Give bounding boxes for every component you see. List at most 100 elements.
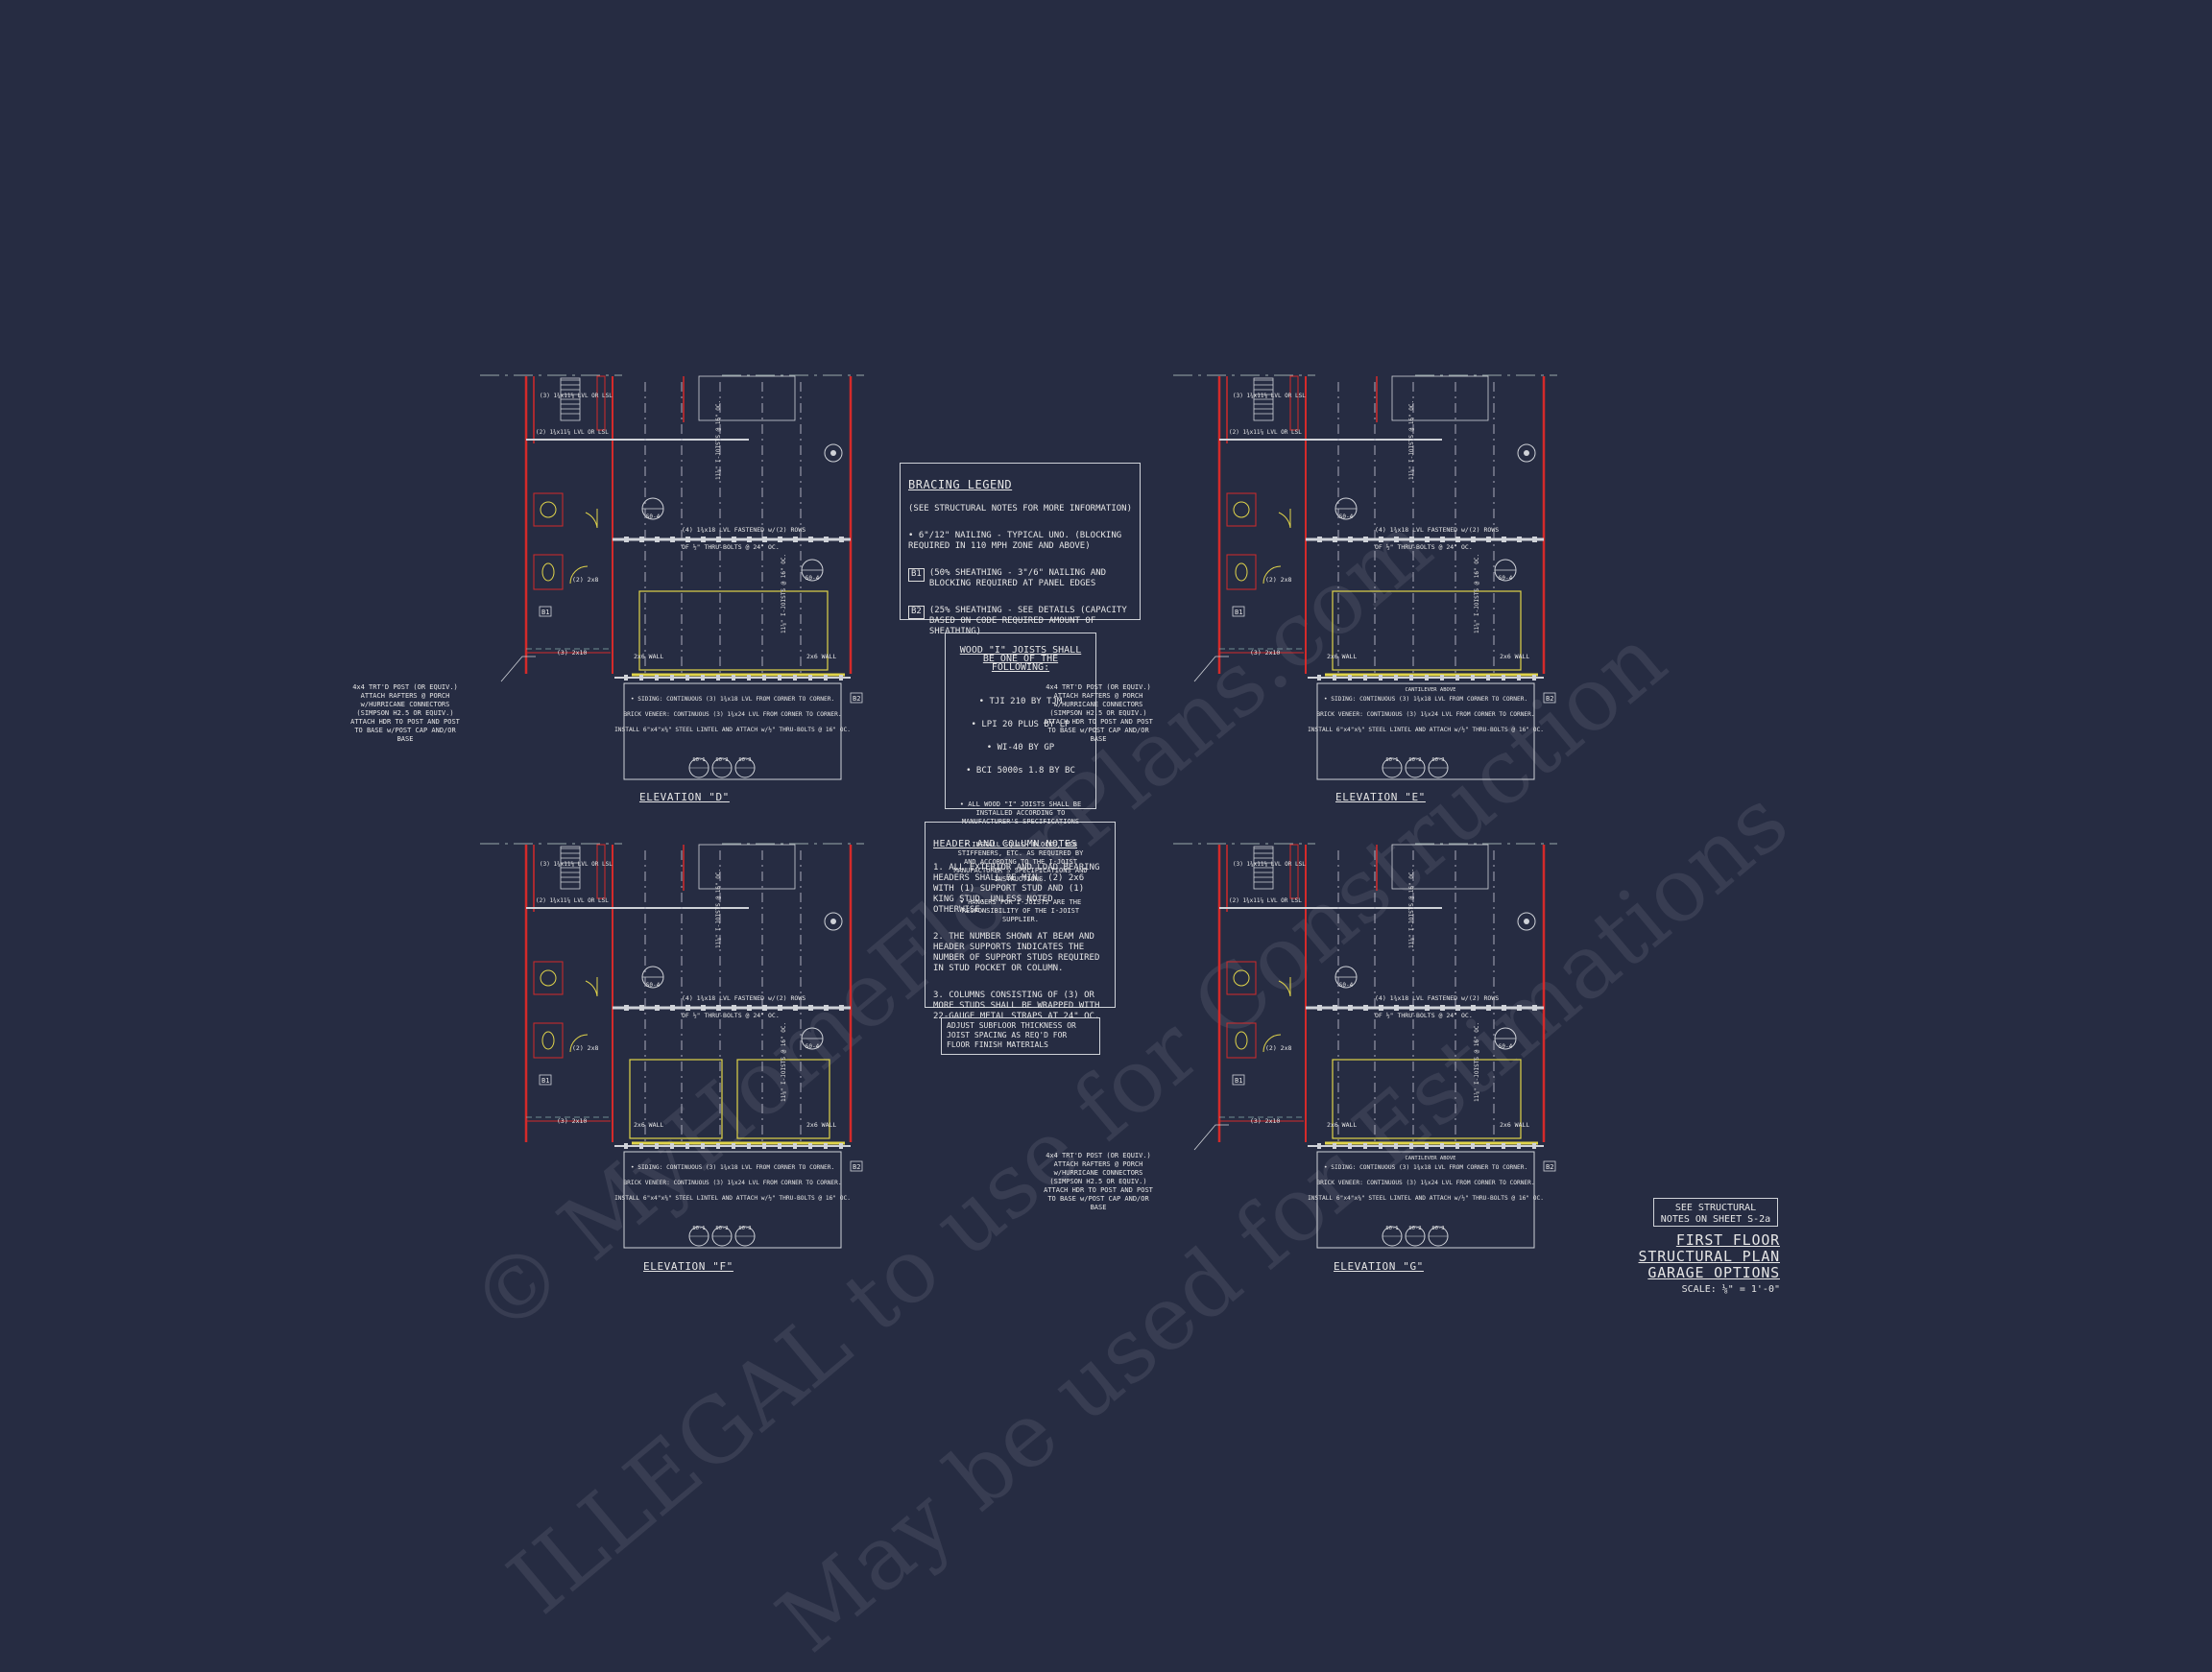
b2-tag-label: B2 — [1546, 1163, 1553, 1171]
b2-tag: B2 — [908, 606, 925, 619]
detail-dot — [830, 450, 836, 456]
detail-circle — [1517, 443, 1536, 463]
cantilever-label: CANTILEVER ABOVE — [1406, 1156, 1456, 1161]
b1-tag-box — [539, 606, 552, 617]
toilet-icon — [541, 1031, 555, 1050]
b1-tag-box — [539, 1074, 552, 1086]
beam-bolt — [732, 1005, 736, 1011]
beam-bolt — [716, 537, 721, 542]
wall-label: 2x6 WALL — [1327, 653, 1357, 660]
beam-bolt — [670, 537, 675, 542]
lvl-bolts-label: OF ½" THRU-BOLTS @ 24" OC. — [682, 543, 780, 551]
header-bolt — [1425, 675, 1429, 681]
lintel-label: INSTALL 6"x4"x⅜" STEEL LINTEL AND ATTACH… — [614, 1194, 851, 1202]
header-bolt — [732, 675, 735, 681]
header-bolt — [1471, 1143, 1475, 1149]
sink-icon — [540, 501, 557, 518]
beam-bolt — [793, 1005, 798, 1011]
stair — [560, 377, 581, 421]
door-swing — [1278, 977, 1291, 997]
detail-c-label: S0-3 — [738, 757, 751, 763]
header-2x8-label: (2) 2x8 — [572, 576, 598, 584]
header-note-2: 2. THE NUMBER SHOWN AT BEAM AND HEADER S… — [933, 932, 1100, 973]
floor-plan-f: (3) 1¾x11⅞ LVL OR LSL(2) 1¾x11⅞ LVL OR L… — [480, 843, 864, 1249]
header-bolt — [778, 1143, 781, 1149]
siding-label: • SIDING: CONTINUOUS (3) 1¾x18 LVL FROM … — [1324, 695, 1527, 703]
opening — [698, 375, 796, 421]
b2-tag-box — [850, 692, 863, 704]
header-bolt — [747, 675, 751, 681]
stair-stringer — [596, 375, 606, 431]
toilet-box — [533, 554, 564, 590]
garage-door — [1332, 590, 1522, 671]
beam-bolt — [1486, 537, 1491, 542]
siding-label: • SIDING: CONTINUOUS (3) 1¾x18 LVL FROM … — [631, 695, 834, 703]
stair-stringer — [1289, 844, 1299, 899]
joist-option-1: • TJI 210 BY TJM — [978, 697, 1063, 706]
header-bolt — [778, 675, 781, 681]
wall-label: 2x6 WALL — [1327, 1121, 1357, 1129]
beam-note-box — [1316, 682, 1535, 780]
header-note-3: 3. COLUMNS CONSISTING OF (3) OR MORE STU… — [933, 991, 1100, 1021]
joist-notes-title: WOOD "I" JOISTS SHALL BE ONE OF THE FOLL… — [959, 645, 1082, 673]
beam-bolt — [839, 1005, 844, 1011]
garage-door — [629, 1059, 723, 1139]
brick-label: BRICK VENEER: CONTINUOUS (3) 1¾x24 LVL F… — [623, 710, 841, 718]
header-2x10-label: (3) 2x10 — [557, 649, 587, 657]
header-bolt — [1486, 675, 1490, 681]
garage-door — [638, 590, 829, 671]
beam-bolt — [762, 537, 767, 542]
b1-tag-box — [1232, 606, 1245, 617]
header-bolt — [670, 1143, 674, 1149]
beam-bolt — [624, 537, 629, 542]
beam-bolt — [1502, 1005, 1506, 1011]
lintel-label: INSTALL 6"x4"x⅜" STEEL LINTEL AND ATTACH… — [1308, 1194, 1544, 1202]
b1-tag-label: B1 — [1235, 1077, 1242, 1085]
beam-bolt — [839, 537, 844, 542]
beam-bolt — [1363, 1005, 1368, 1011]
header-bolt — [1532, 1143, 1536, 1149]
stair-stringer — [1289, 375, 1299, 431]
b2-tag-label: B2 — [1546, 695, 1553, 703]
header-bolt — [762, 675, 766, 681]
header-bolt — [685, 675, 689, 681]
joist-label: 11⅞" I-JOISTS @ 16" OC. — [715, 869, 722, 948]
header-bolt — [824, 1143, 828, 1149]
beam-bolt — [1317, 1005, 1322, 1011]
header-bolt — [1363, 1143, 1367, 1149]
joist-option-4: • BCI 5000s 1.8 BY BC — [966, 766, 1075, 776]
header-bolt — [1333, 1143, 1336, 1149]
bracing-legend-item1: • 6"/12" NAILING - TYPICAL UNO. (BLOCKIN… — [908, 531, 1122, 551]
detail-circle — [824, 443, 843, 463]
opening — [1391, 844, 1489, 890]
beam-bolt — [655, 537, 660, 542]
sheet-ref-label: S0-4 — [1339, 982, 1354, 989]
lvl-bolts-label: OF ½" THRU-BOLTS @ 24" OC. — [1375, 543, 1473, 551]
joist-label: 11⅞" I-JOISTS @ 16" OC. — [781, 554, 787, 633]
beam-note-box — [623, 1151, 842, 1249]
header-bolt — [839, 1143, 843, 1149]
lvl-fastened-label: (4) 1¾x18 LVL FASTENED w/(2) ROWS — [682, 526, 805, 534]
detail-b-label: S0-2 — [1408, 757, 1421, 763]
opening — [698, 844, 796, 890]
lintel-label: INSTALL 6"x4"x⅜" STEEL LINTEL AND ATTACH… — [614, 726, 851, 733]
header-bolt — [808, 675, 812, 681]
beam-bolt — [1333, 1005, 1337, 1011]
beam-bolt — [1379, 537, 1383, 542]
toilet-box — [533, 1022, 564, 1059]
beam-bolt — [1379, 1005, 1383, 1011]
garage-door — [1332, 1059, 1522, 1139]
header-bolt — [1394, 675, 1398, 681]
beam-bolt — [685, 537, 690, 542]
header-bolt — [793, 1143, 797, 1149]
detail-dot — [830, 919, 836, 924]
sink-icon — [1233, 501, 1250, 518]
beam-bolt — [778, 537, 782, 542]
lvl-top-label: (3) 1¾x11⅞ LVL OR LSL — [1233, 393, 1306, 399]
header-bolt — [655, 1143, 659, 1149]
sheet-ref-label: S0-4 — [646, 982, 661, 989]
joist-note-3: • HANGERS FOR I-JOISTS ARE THE RESPONSIB… — [959, 898, 1082, 923]
header-bolt — [701, 675, 705, 681]
detail-dot — [1524, 450, 1529, 456]
stair — [1253, 377, 1274, 421]
